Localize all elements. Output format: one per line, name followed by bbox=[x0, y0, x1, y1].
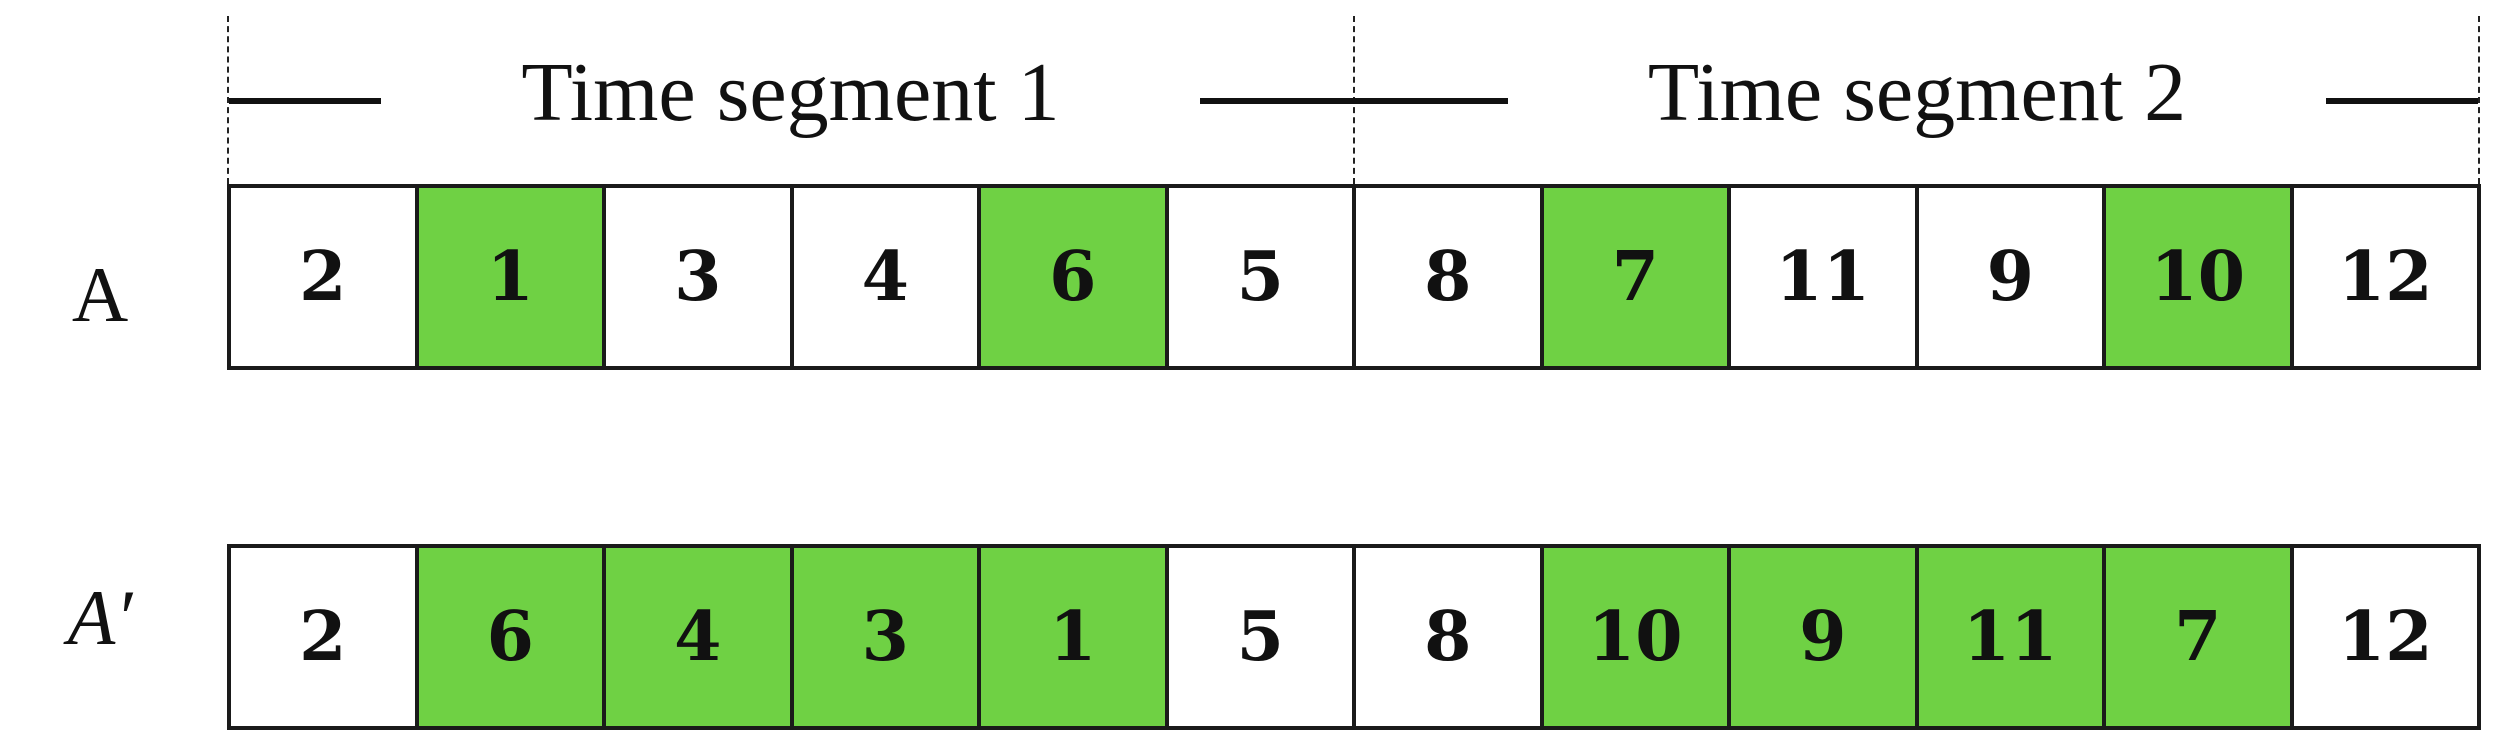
highlighted-cell: 7 bbox=[2106, 548, 2294, 726]
highlighted-cell: 9 bbox=[1731, 548, 1919, 726]
cell: 5 bbox=[1168, 548, 1356, 726]
cell: 2 bbox=[231, 188, 419, 366]
highlighted-cell: 1 bbox=[418, 188, 606, 366]
cell: 8 bbox=[1356, 188, 1544, 366]
highlighted-cell: 10 bbox=[2106, 188, 2294, 366]
cell: 11 bbox=[1731, 188, 1919, 366]
segment-2-bracket-left bbox=[1353, 98, 1508, 104]
segment-1-label: Time segment 1 bbox=[521, 46, 1060, 139]
row-label-a-prime: A′ bbox=[67, 574, 133, 661]
highlighted-cell: 10 bbox=[1543, 548, 1731, 726]
highlighted-cell: 3 bbox=[793, 548, 981, 726]
highlighted-cell: 11 bbox=[1918, 548, 2106, 726]
highlighted-cell: 4 bbox=[606, 548, 794, 726]
segment-2-label: Time segment 2 bbox=[1647, 46, 2187, 139]
cell: 4 bbox=[793, 188, 981, 366]
row-label-a: A bbox=[71, 251, 129, 338]
cell: 3 bbox=[606, 188, 794, 366]
highlighted-cell: 6 bbox=[418, 548, 606, 726]
cell: 5 bbox=[1168, 188, 1356, 366]
highlighted-cell: 7 bbox=[1543, 188, 1731, 366]
segment-1-bracket-left bbox=[229, 98, 381, 104]
segment-boundary-right bbox=[2478, 16, 2480, 184]
highlighted-cell: 1 bbox=[981, 548, 1169, 726]
highlighted-cell: 6 bbox=[981, 188, 1169, 366]
cell: 12 bbox=[2293, 188, 2477, 366]
cell: 2 bbox=[231, 548, 419, 726]
segment-1-bracket-right bbox=[1200, 98, 1353, 104]
segment-2-bracket-right bbox=[2326, 98, 2478, 104]
cell: 9 bbox=[1918, 188, 2106, 366]
cell: 8 bbox=[1356, 548, 1544, 726]
cell: 12 bbox=[2293, 548, 2477, 726]
segment-boundary-left bbox=[227, 16, 229, 184]
